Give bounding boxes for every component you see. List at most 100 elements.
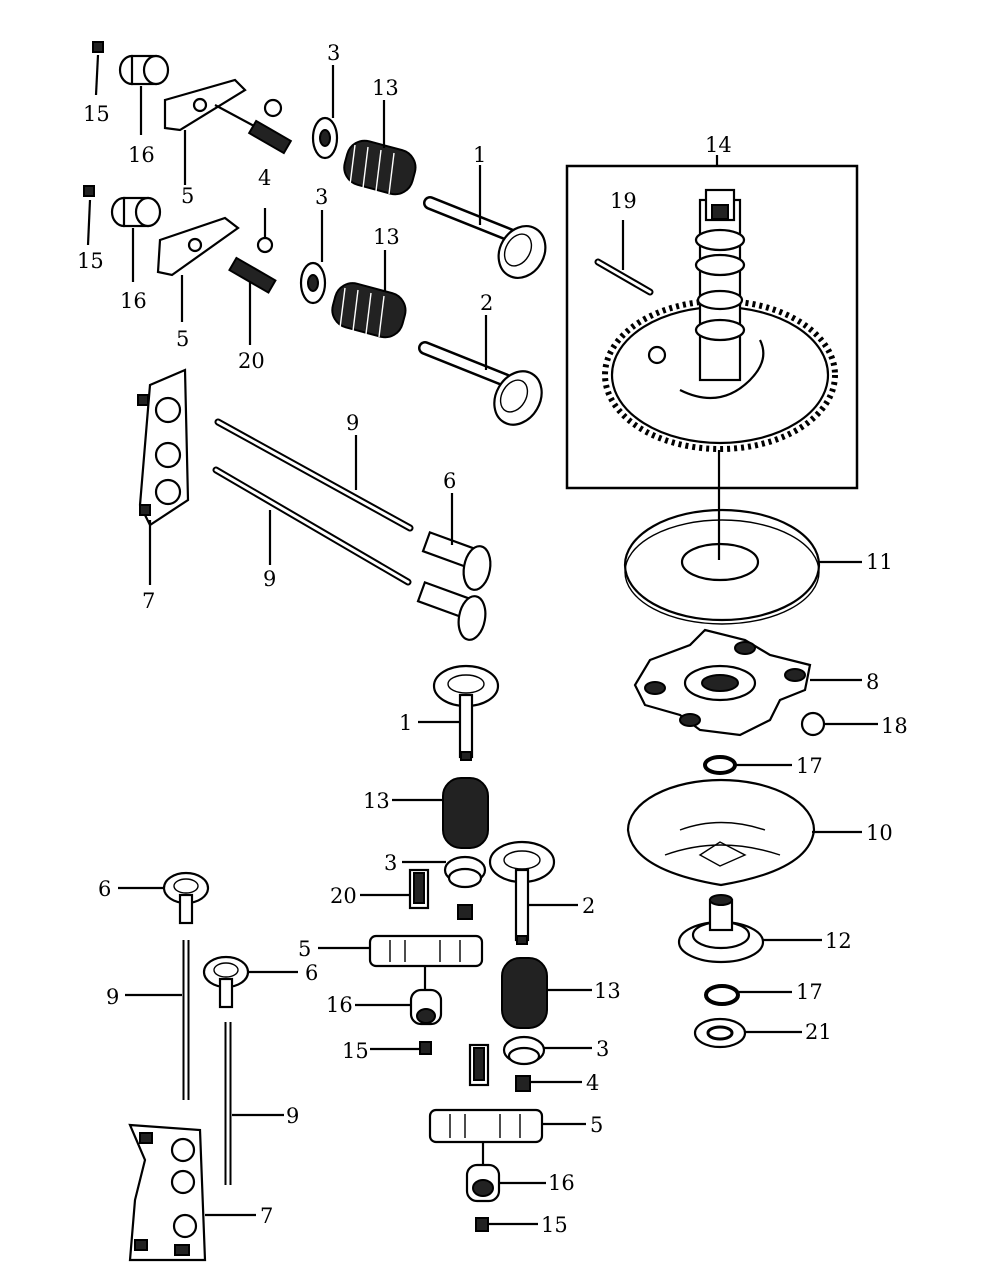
pivot-16-upper <box>118 54 170 86</box>
push-rod-9-lower <box>212 466 412 586</box>
nut-4-center-lower <box>515 1075 531 1092</box>
nut-15-lower <box>83 185 95 197</box>
spring-13-upper <box>343 139 417 196</box>
label-16-center-upper: 16 <box>326 993 353 1017</box>
label-2-center: 2 <box>582 894 595 918</box>
nut-15-center-lower <box>475 1217 489 1232</box>
label-19: 19 <box>610 189 637 213</box>
sleeve-12 <box>677 894 765 964</box>
tappet-6-bottom-right <box>202 955 250 1009</box>
ring-17-lower <box>704 984 740 1006</box>
label-4-center: 4 <box>586 1071 599 1095</box>
label-10: 10 <box>866 821 893 845</box>
label-18: 18 <box>881 714 908 738</box>
rocker-assembly-upper <box>92 41 293 185</box>
rocker-assembly-lower <box>83 185 277 345</box>
valve-2-upper <box>418 341 543 426</box>
guide-plate-7-upper <box>137 368 190 527</box>
label-16-top: 16 <box>128 143 155 167</box>
retainer-3-center-lower <box>502 1035 546 1066</box>
label-1-center: 1 <box>399 711 412 735</box>
label-14: 14 <box>705 133 732 157</box>
label-7-bottom: 7 <box>260 1204 273 1228</box>
label-1-top: 1 <box>473 143 486 167</box>
pivot-16-center-upper <box>409 988 443 1026</box>
ball-18 <box>800 711 826 737</box>
adjuster-20 <box>228 256 277 294</box>
label-13-second: 13 <box>373 225 400 249</box>
retainer-3-lower <box>299 261 327 305</box>
label-5-second: 5 <box>176 327 189 351</box>
label-15-top: 15 <box>83 102 110 126</box>
label-17-upper: 17 <box>796 754 823 778</box>
spring-13-center-lower <box>501 957 548 1029</box>
label-15-center-upper: 15 <box>342 1039 369 1063</box>
label-8: 8 <box>866 670 879 694</box>
retainer-3-center-upper <box>443 855 487 889</box>
valve-1-center <box>432 664 500 761</box>
label-17-lower: 17 <box>796 980 823 1004</box>
label-16-center-lower: 16 <box>548 1171 575 1195</box>
label-11: 11 <box>866 550 893 574</box>
label-2-top: 2 <box>480 291 493 315</box>
label-9-lower: 9 <box>263 567 276 591</box>
label-9-upper: 9 <box>346 411 359 435</box>
callout-labels: 15 16 5 3 13 1 15 16 5 4 3 13 20 2 14 19… <box>77 41 908 1237</box>
label-9-bottom-left: 9 <box>106 985 119 1009</box>
ring-17-upper <box>703 755 737 775</box>
label-15-center-lower: 15 <box>541 1213 568 1237</box>
adjuster-20-center <box>408 868 430 910</box>
label-9-bottom-right: 9 <box>286 1104 299 1128</box>
nut-4-center-upper <box>457 904 473 920</box>
washer-11 <box>623 508 821 625</box>
label-3-second: 3 <box>315 185 328 209</box>
label-5-top: 5 <box>181 184 194 208</box>
camshaft-assembly-box <box>565 155 859 490</box>
label-5-center-lower: 5 <box>590 1113 603 1137</box>
rocker-arm-5-upper <box>163 78 283 141</box>
adjuster-center-lower <box>468 1043 490 1087</box>
camshaft <box>694 188 746 382</box>
label-7-top: 7 <box>142 589 155 613</box>
valve-2-center <box>488 840 556 945</box>
spring-13-center-upper <box>442 777 489 849</box>
label-15-second: 15 <box>77 249 104 273</box>
label-20-top: 20 <box>238 349 265 373</box>
pivot-16-center-lower <box>465 1163 501 1203</box>
label-20-center: 20 <box>330 884 357 908</box>
nut-15-center-upper <box>419 1041 432 1055</box>
label-3-top: 3 <box>327 41 340 65</box>
label-5-center-upper: 5 <box>298 937 311 961</box>
pin-19 <box>594 258 654 296</box>
label-13-top: 13 <box>372 76 399 100</box>
label-6-bottom-right: 6 <box>305 961 318 985</box>
label-21: 21 <box>805 1020 832 1044</box>
label-6-bottom-left: 6 <box>98 877 111 901</box>
adjuster-upper <box>247 119 293 155</box>
label-4-top: 4 <box>258 166 271 190</box>
label-3-center-lower: 3 <box>596 1037 609 1061</box>
label-13-center-lower: 13 <box>594 979 621 1003</box>
push-rod-9-upper <box>214 418 414 532</box>
cup-10 <box>626 778 816 887</box>
nut-15-upper <box>92 41 104 53</box>
label-16-second: 16 <box>120 289 147 313</box>
label-6-top: 6 <box>443 469 456 493</box>
label-12: 12 <box>825 929 852 953</box>
label-13-center-upper: 13 <box>363 789 390 813</box>
rocker-arm-5-lower <box>156 216 274 277</box>
retainer-3-upper <box>311 116 339 160</box>
governor-8 <box>633 628 812 737</box>
nut-21 <box>693 1017 747 1049</box>
guide-plate-7-bottom <box>128 1123 207 1262</box>
tappet-6-lower <box>416 580 487 641</box>
tappet-6-upper <box>421 530 492 591</box>
rocker-arm-5-center-lower <box>428 1108 544 1165</box>
rocker-arm-5-center-upper <box>368 934 484 990</box>
tappet-6-bottom-left <box>162 871 210 925</box>
pivot-16-lower <box>110 196 162 228</box>
spring-13-lower <box>331 282 407 339</box>
valve-1-upper <box>423 196 547 279</box>
label-3-center-upper: 3 <box>384 851 397 875</box>
